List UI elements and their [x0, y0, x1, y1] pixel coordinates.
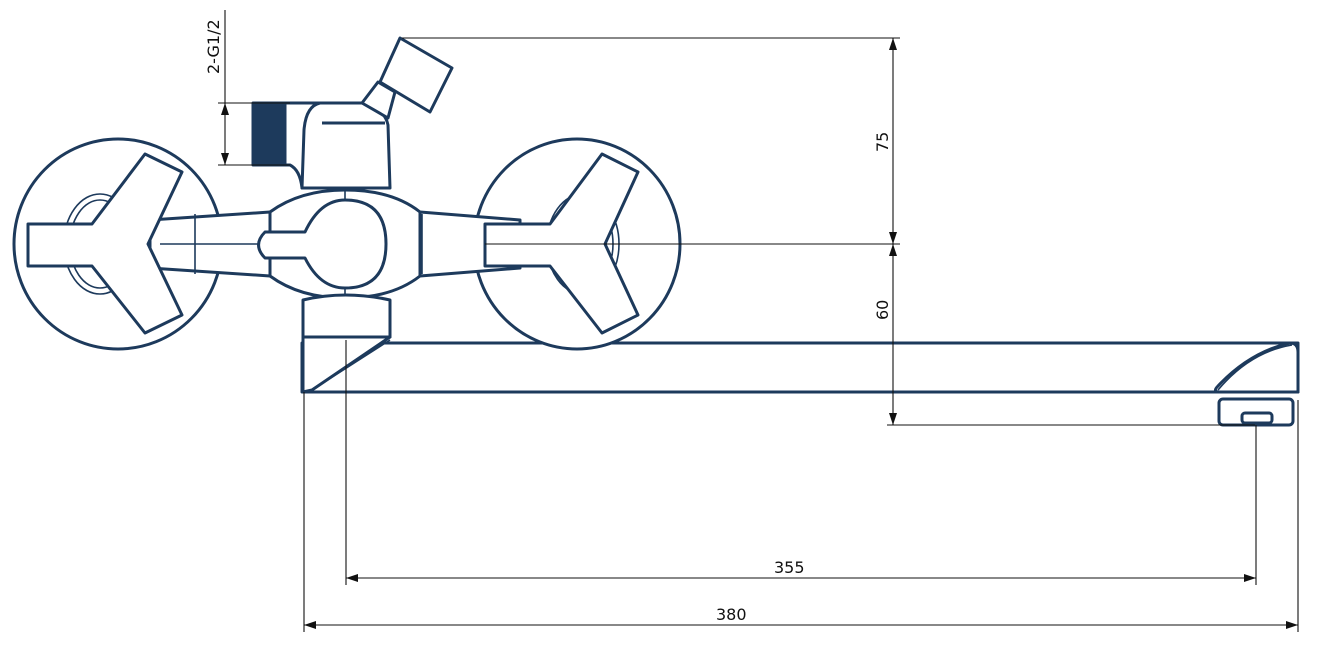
aerator	[1217, 397, 1295, 427]
dimension-lines	[218, 10, 1299, 632]
spout	[300, 335, 1300, 394]
shower-outlet	[360, 36, 454, 120]
dim-355-label: 355	[774, 558, 805, 577]
threaded-inlet	[251, 101, 287, 167]
diverter-body	[251, 101, 392, 190]
dim-60-label: 60	[873, 300, 892, 320]
diverter-knob	[257, 198, 388, 290]
dim-75-label: 75	[873, 132, 892, 152]
thread-label: 2-G1/2	[204, 19, 223, 74]
dim-380-label: 380	[716, 605, 747, 624]
lower-body	[301, 293, 392, 339]
left-cross-handle	[26, 152, 184, 335]
